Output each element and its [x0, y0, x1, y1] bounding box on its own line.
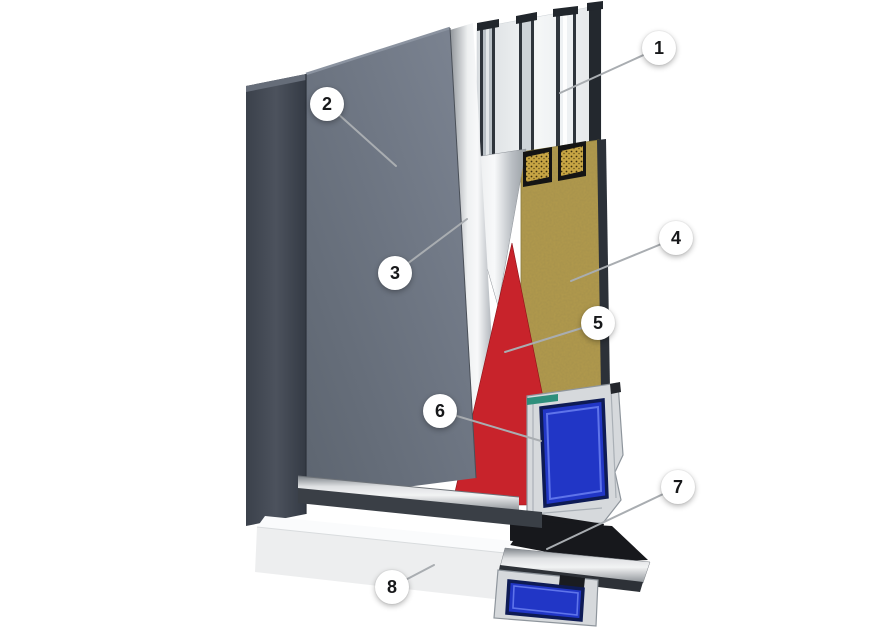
- gasket-notch: [610, 382, 621, 394]
- callout-4-number: 4: [670, 228, 681, 248]
- glass-spacer-bars: [523, 141, 586, 187]
- glazing-strip: [527, 394, 558, 405]
- callout-6: 6: [423, 394, 457, 428]
- callout-6-number: 6: [434, 401, 445, 421]
- callout-2-number: 2: [321, 94, 332, 114]
- callout-5: 5: [581, 306, 615, 340]
- callout-7-number: 7: [672, 477, 683, 497]
- callout-1-number: 1: [653, 38, 664, 58]
- threshold-reinforcement: [505, 579, 585, 622]
- callout-5-number: 5: [592, 313, 603, 333]
- panel-edge-column: [246, 74, 306, 526]
- threshold-sill: [255, 516, 513, 600]
- glazing-unit: [476, 1, 603, 164]
- callout-8: 8: [375, 570, 409, 604]
- glass-outer-frame: [589, 5, 601, 145]
- bottom-rail: [297, 475, 542, 528]
- leader-line-1: [559, 47, 660, 94]
- callout-1: 1: [642, 31, 676, 65]
- door-panel: [246, 26, 477, 526]
- rubber-seals: [510, 512, 648, 562]
- leader-line-6: [439, 410, 542, 442]
- callout-3: 3: [378, 256, 412, 290]
- steel-reinforcement: [539, 398, 609, 509]
- leader-line-4: [570, 237, 677, 282]
- leader-line-7: [546, 486, 679, 550]
- callout-3-number: 3: [389, 263, 400, 283]
- callout-2: 2: [310, 87, 344, 121]
- callout-7: 7: [661, 470, 695, 504]
- callout-4: 4: [659, 221, 693, 255]
- callout-8-number: 8: [386, 577, 397, 597]
- threshold-gasket: [559, 575, 585, 588]
